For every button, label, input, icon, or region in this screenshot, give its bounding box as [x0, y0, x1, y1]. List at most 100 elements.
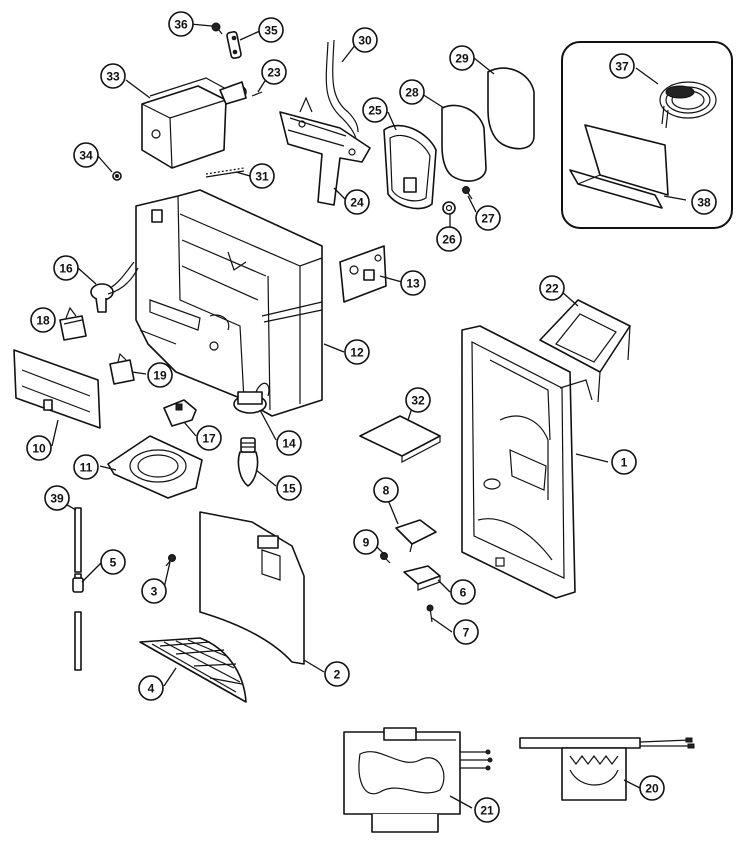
callout-31: 31	[249, 163, 275, 189]
callout-circle	[196, 425, 222, 451]
callout-12: 12	[344, 339, 370, 365]
callout-circle	[141, 578, 167, 604]
callout-label: 39	[50, 492, 64, 506]
callout-circle	[362, 97, 388, 123]
callout-label: 5	[110, 556, 117, 570]
callout-20: 20	[639, 775, 665, 801]
part-1-dispenser-base	[461, 325, 593, 599]
callout-circle	[449, 45, 475, 71]
part-12-dispenser-housing	[135, 189, 323, 417]
callout-circle	[100, 549, 126, 575]
part-35-link	[226, 31, 242, 59]
part-19-switch	[109, 352, 135, 385]
part-26-knob	[442, 201, 456, 215]
callout-circle	[453, 619, 479, 645]
callout-circle	[276, 430, 302, 456]
callout-circle	[73, 454, 99, 480]
callout-28: 28	[399, 79, 425, 105]
callout-label: 30	[358, 34, 372, 48]
callout-circle	[344, 189, 370, 215]
callout-circle	[258, 17, 284, 43]
callout-circle	[474, 797, 500, 823]
part-27-screw	[462, 186, 473, 200]
callout-circle	[30, 307, 56, 333]
callout-circle	[26, 435, 52, 461]
callout-label: 15	[282, 482, 296, 496]
callout-circle	[100, 63, 126, 89]
callout-label: 3	[151, 585, 158, 599]
callout-label: 24	[350, 196, 364, 210]
callout-11: 11	[73, 454, 99, 480]
callout-label: 35	[264, 24, 278, 38]
callout-circle	[405, 387, 431, 413]
part-33-solenoid	[141, 77, 247, 169]
callout-circle	[261, 59, 287, 85]
callout-label: 17	[202, 432, 216, 446]
callout-36: 36	[168, 11, 194, 37]
part-15-bulb	[237, 437, 259, 487]
part-4-grille	[139, 637, 247, 703]
callout-label: 36	[174, 18, 188, 32]
callout-38: 38	[691, 189, 717, 215]
callout-23: 23	[261, 59, 287, 85]
callout-label: 18	[36, 314, 50, 328]
callout-13: 13	[400, 270, 426, 296]
callout-3: 3	[141, 578, 167, 604]
callout-circle	[373, 477, 399, 503]
callout-32: 32	[405, 387, 431, 413]
callout-1: 1	[611, 449, 637, 475]
callout-label: 4	[148, 682, 155, 696]
callout-16: 16	[53, 255, 79, 281]
callout-circle	[539, 275, 565, 301]
callout-label: 22	[545, 282, 559, 296]
callout-label: 37	[615, 60, 629, 74]
callout-label: 12	[350, 346, 364, 360]
callout-label: 38	[697, 196, 711, 210]
part-37-wire-harness	[659, 81, 717, 129]
callout-27: 27	[475, 205, 501, 231]
part-8-bracket	[395, 519, 437, 553]
callout-label: 28	[405, 86, 419, 100]
callout-label: 23	[267, 66, 281, 80]
part-5-coupling	[72, 573, 84, 593]
callout-5: 5	[100, 549, 126, 575]
callout-7: 7	[453, 619, 479, 645]
callout-label: 13	[406, 277, 420, 291]
part-16-motor	[90, 261, 139, 313]
callout-label: 19	[153, 369, 167, 383]
callout-24: 24	[344, 189, 370, 215]
part-23-pin	[251, 91, 263, 97]
part-7-screw	[426, 604, 434, 623]
callout-label: 26	[442, 233, 456, 247]
callout-4: 4	[138, 675, 164, 701]
callout-label: 8	[383, 484, 390, 498]
part-10-panel	[13, 349, 101, 429]
callout-label: 21	[480, 804, 494, 818]
callout-circle	[53, 255, 79, 281]
callout-18: 18	[30, 307, 56, 333]
part-32-pad	[359, 415, 441, 463]
part-20-heater	[519, 737, 695, 801]
callout-circle	[352, 27, 378, 53]
part-28-gasket	[441, 104, 487, 182]
callout-34: 34	[73, 142, 99, 168]
callout-2: 2	[324, 661, 350, 687]
part-22-chute	[539, 299, 631, 403]
callout-label: 11	[80, 461, 93, 475]
callout-label: 1	[621, 456, 628, 470]
callout-label: 16	[59, 262, 73, 276]
callout-15: 15	[276, 475, 302, 501]
callout-label: 7	[463, 626, 470, 640]
part-11-funnel	[107, 435, 203, 499]
callout-circle	[168, 11, 194, 37]
callout-circle	[399, 79, 425, 105]
callout-label: 20	[645, 782, 659, 796]
part-6-switch	[403, 565, 441, 591]
callout-circle	[138, 675, 164, 701]
callout-circle	[450, 579, 476, 605]
callout-label: 27	[481, 212, 495, 226]
part-14-thermostat	[233, 382, 270, 414]
part-38-bracket	[569, 124, 669, 209]
